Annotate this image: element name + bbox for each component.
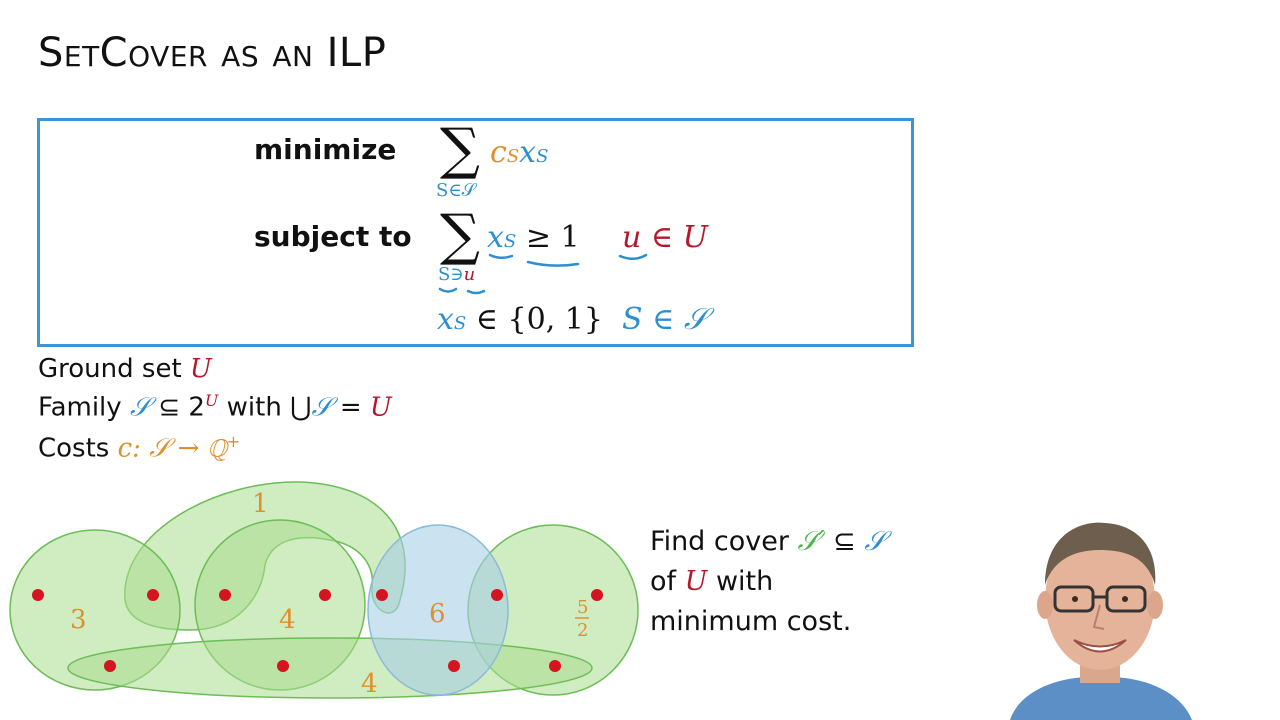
ground-U: U: [190, 354, 212, 384]
find-line-1: Find cover 𝒮′ ⊆ 𝒮: [650, 522, 885, 562]
family-sup: U: [205, 391, 218, 410]
family-prefix: Family: [38, 393, 130, 423]
cost-label-6: 6: [429, 599, 446, 629]
underline-sub-u: [468, 291, 484, 293]
find-S: 𝒮: [864, 526, 885, 557]
cost-frac-den: 2: [577, 620, 588, 641]
family-eq: =: [332, 393, 370, 423]
cost-label-4a: 4: [279, 605, 296, 635]
family-U: U: [370, 393, 392, 423]
find-line2-prefix: of: [650, 566, 685, 597]
find-U: U: [685, 566, 708, 597]
costs-sup: +: [227, 432, 240, 451]
element-point: [319, 589, 331, 601]
find-subset: ⊆: [825, 526, 865, 557]
family-union: ⋃: [290, 393, 311, 423]
underline-geq: [528, 262, 578, 266]
underline-xs: [490, 255, 512, 258]
set-cover-diagram: 1 3 4 6 4 5 2: [0, 470, 660, 720]
cost-label-1: 1: [252, 489, 269, 519]
find-cover-text: Find cover 𝒮′ ⊆ 𝒮 of U with minimum cost…: [650, 522, 885, 642]
find-line1-prefix: Find cover: [650, 526, 798, 557]
element-point: [277, 660, 289, 672]
element-point: [104, 660, 116, 672]
family-S: 𝒮: [130, 393, 150, 423]
underline-u: [620, 255, 646, 259]
element-point: [376, 589, 388, 601]
family-line: Family 𝒮 ⊆ 2U with ⋃𝒮 = U: [38, 391, 392, 424]
element-point: [448, 660, 460, 672]
costs-line: Costs c: 𝒮 → ℚ+: [38, 432, 240, 465]
set-4-lower-region: [68, 638, 592, 698]
cost-frac-num: 5: [577, 597, 588, 618]
element-point: [32, 589, 44, 601]
find-line-2: of U with: [650, 562, 885, 602]
cost-label-3: 3: [70, 605, 87, 635]
find-line-3: minimum cost.: [650, 602, 885, 642]
element-point: [549, 660, 561, 672]
ground-set-line: Ground set U: [38, 354, 212, 384]
presenter-video: [1000, 505, 1200, 720]
element-point: [219, 589, 231, 601]
element-point: [147, 589, 159, 601]
costs-expr: c: 𝒮 → ℚ: [118, 434, 227, 464]
element-point: [491, 589, 503, 601]
find-line2-suffix: with: [707, 566, 773, 597]
underline-sub-s: [440, 289, 456, 292]
costs-prefix: Costs: [38, 434, 118, 464]
find-Sprime: 𝒮′: [798, 526, 825, 557]
family-with: with: [218, 393, 290, 423]
family-mid: ⊆ 2: [150, 393, 205, 423]
ground-prefix: Ground set: [38, 354, 190, 384]
element-point: [591, 589, 603, 601]
family-S2: 𝒮: [311, 393, 331, 423]
cost-label-4b: 4: [361, 669, 378, 699]
